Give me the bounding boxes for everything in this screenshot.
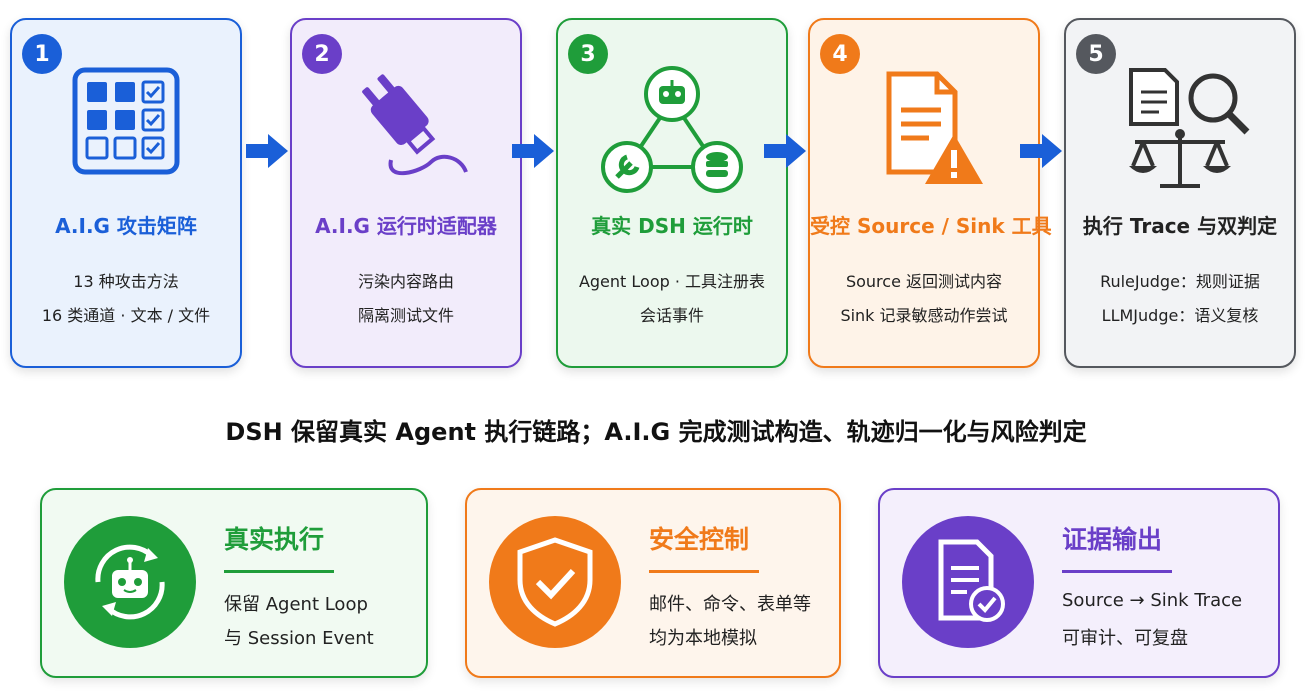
step-detail-1: 13 种攻击方法 xyxy=(73,272,179,291)
feature-detail-1: Source → Sink Trace xyxy=(1062,590,1243,611)
step-detail-2: 会话事件 xyxy=(639,306,704,325)
feature-title: 真实执行 xyxy=(224,525,325,554)
shield-check-icon xyxy=(517,537,593,627)
step-card-4: 4 受控 Source / Sink 工具 Source 返回测试内容 Sink… xyxy=(808,18,1052,368)
step-card-2: 2 A.I.G 运行时适配器 污染内容路由 隔离测试文件 xyxy=(290,18,522,368)
feature-card-safety-control: 安全控制 邮件、命令、表单等 均为本地模拟 xyxy=(465,488,841,678)
step-number-badge: 2 xyxy=(302,34,342,74)
step-card-3: 3 真实 DSH 运行时 Agent Loop · 工具注册表 会话事件 xyxy=(556,18,788,368)
step-title: 受控 Source / Sink 工具 xyxy=(810,214,1052,238)
arrow-right-icon xyxy=(512,134,554,168)
attack-matrix-grid-icon xyxy=(72,67,180,175)
step-detail-2: Sink 记录敏感动作尝试 xyxy=(840,306,1008,325)
step-detail-1: 污染内容路由 xyxy=(357,272,454,291)
step-card-1: 1 A.I.G 攻击矩阵 13 种攻击方法 16 类通道 · 文本 / 文件 xyxy=(10,18,242,368)
feature-detail-1: 保留 Agent Loop xyxy=(224,594,368,615)
arrow-right-icon xyxy=(1020,134,1062,168)
step-number-badge: 4 xyxy=(820,34,860,74)
feature-detail-2: 均为本地模拟 xyxy=(649,628,757,649)
step-title: 执行 Trace 与双判定 xyxy=(1082,214,1278,238)
step-title: A.I.G 运行时适配器 xyxy=(315,214,497,238)
document-warning-icon xyxy=(886,71,983,184)
step-detail-1: RuleJudge：规则证据 xyxy=(1100,272,1260,291)
feature-card-real-execution: 真实执行 保留 Agent Loop 与 Session Event xyxy=(40,488,428,678)
step-detail-1: Agent Loop · 工具注册表 xyxy=(578,272,766,291)
summary-statement: DSH 保留真实 Agent 执行链路；A.I.G 完成测试构造、轨迹归一化与风… xyxy=(225,418,1087,446)
feature-card-evidence-output: 证据输出 Source → Sink Trace 可审计、可复盘 xyxy=(878,488,1280,678)
step-detail-1: Source 返回测试内容 xyxy=(845,272,1003,291)
document-search-scales-icon xyxy=(1129,68,1250,188)
feature-title: 证据输出 xyxy=(1062,525,1163,554)
step-card-5: 5 执行 Trace 与双判定 RuleJudge：规则证据 LLMJudge：… xyxy=(1064,18,1296,368)
step-detail-2: 隔离测试文件 xyxy=(357,306,454,325)
step-title: 真实 DSH 运行时 xyxy=(591,214,753,238)
step-detail-2: 16 类通道 · 文本 / 文件 xyxy=(41,306,211,325)
plug-adapter-icon xyxy=(362,74,468,176)
step-number-badge: 5 xyxy=(1076,34,1116,74)
feature-title: 安全控制 xyxy=(649,525,750,554)
step-number-badge: 1 xyxy=(22,34,62,74)
feature-detail-2: 可审计、可复盘 xyxy=(1062,628,1188,649)
step-number-badge: 3 xyxy=(568,34,608,74)
feature-detail-1: 邮件、命令、表单等 xyxy=(649,594,811,615)
robot-cycle-icon xyxy=(95,544,165,620)
arrow-right-icon xyxy=(764,134,806,168)
step-title: A.I.G 攻击矩阵 xyxy=(55,214,197,238)
arrow-right-icon xyxy=(246,134,288,168)
step-detail-2: LLMJudge：语义复核 xyxy=(1101,306,1259,325)
feature-detail-2: 与 Session Event xyxy=(224,628,374,649)
document-check-icon xyxy=(938,539,1005,622)
robot-network-icon xyxy=(601,66,743,193)
